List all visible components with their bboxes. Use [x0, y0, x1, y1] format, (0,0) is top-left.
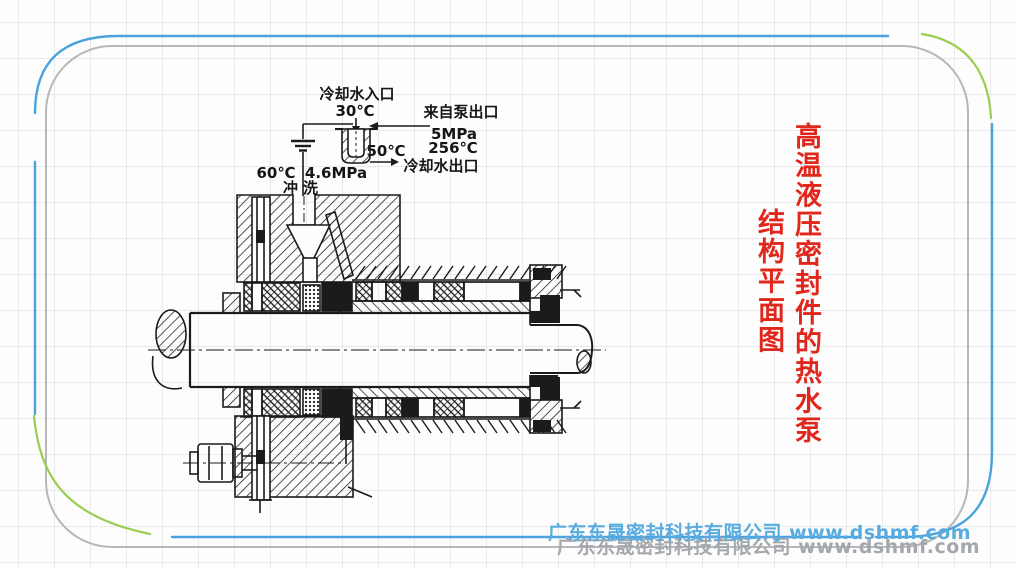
- watermark-shadow: 广东东晟密封科技有限公司 www.dshmf.com: [557, 536, 981, 558]
- diagram-labels: 冷却水入口 30℃ 来自泵出口 5MPa 256℃ 50℃ 冷却水出口 60℃ …: [256, 85, 498, 197]
- retainer-bottom: [529, 375, 582, 434]
- label-flush-temp: 60℃: [256, 164, 295, 182]
- stuffing-box-top: [236, 194, 401, 283]
- border-accent-corners: [32, 32, 993, 536]
- title-column-left: 结构平面图: [753, 208, 784, 355]
- seal-driver-strut: [325, 210, 354, 281]
- hex-bolt-icon: [183, 443, 345, 483]
- seal-ring-row-top: [222, 281, 531, 314]
- label-cooling-water-outlet: 冷却水出口: [403, 157, 478, 175]
- cooler-vessel-icon: [335, 128, 377, 164]
- label-flush-pressure: 4.6MPa: [305, 164, 367, 182]
- retainer-top: [529, 264, 582, 323]
- gland-flange-bottom: [222, 386, 241, 408]
- border-outer-line: [33, 34, 994, 539]
- seal-cross-section-drawing: 冷却水入口 30℃ 来自泵出口 5MPa 256℃ 50℃ 冷却水出口 60℃ …: [148, 85, 606, 513]
- label-inlet-temp: 30℃: [335, 102, 374, 120]
- orifice-icon: [291, 139, 315, 152]
- label-pump-pressure: 5MPa: [431, 125, 477, 143]
- watermark: 广东东晟密封科技有限公司 www.dshmf.com: [548, 522, 972, 544]
- bore-hatch-ticks-bottom: [352, 418, 567, 434]
- gland-flange-top: [222, 292, 241, 314]
- label-pump-temp: 256℃: [428, 139, 477, 157]
- border-inner-line: [45, 45, 969, 548]
- title-column-right: 高温液压密封件的热水泵: [790, 122, 821, 446]
- shaft-break-icon: [155, 309, 187, 359]
- shaft-sleeve-top: [339, 300, 531, 314]
- gland-block-bottom: [183, 415, 373, 513]
- seal-ring-row-bottom: [222, 386, 531, 418]
- label-from-pump-outlet: 来自泵出口: [422, 103, 498, 121]
- shaft-sleeve-bottom: [339, 386, 531, 399]
- slide-border: [32, 32, 994, 548]
- stub-break-icon: [576, 350, 592, 374]
- label-flush: 冲洗: [283, 179, 323, 197]
- slide-title-vertical: 高温液压密封件的热水泵 结构平面图: [750, 122, 824, 445]
- flush-plumbing: [291, 118, 430, 258]
- label-cooler-out-temp: 50℃: [366, 142, 405, 160]
- arrow-right-icon: [391, 158, 399, 166]
- label-cooling-water-inlet: 冷却水入口: [319, 85, 394, 103]
